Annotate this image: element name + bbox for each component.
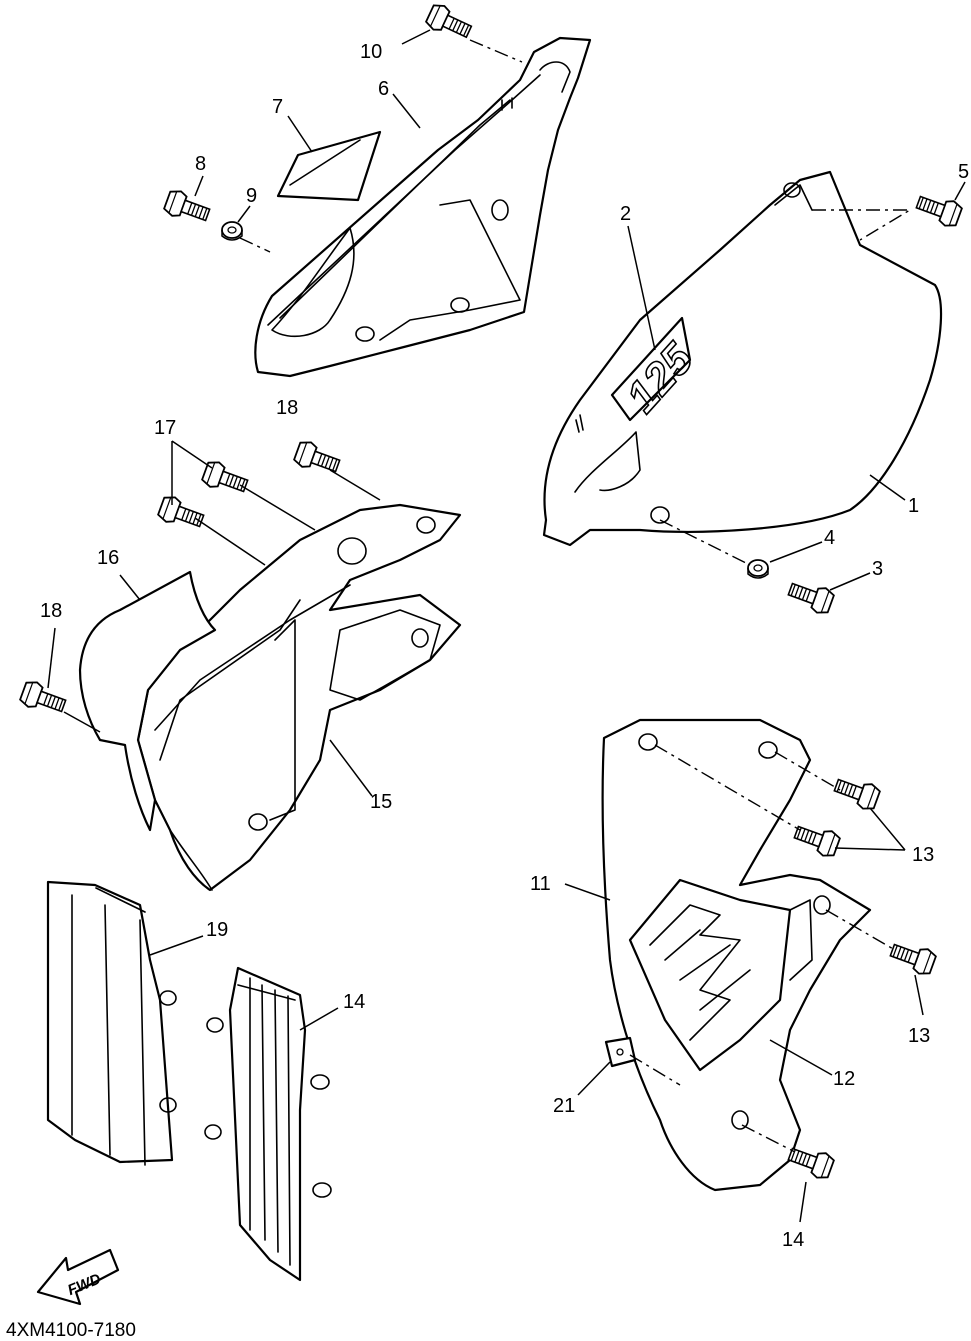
callout-7: 7 [272, 96, 283, 118]
axis-21 [629, 1054, 681, 1086]
callout-5: 5 [958, 161, 969, 183]
bolt-3 [785, 576, 837, 617]
callout-1: 1 [908, 495, 919, 517]
callout-8: 8 [195, 153, 206, 175]
callout-6: 6 [378, 78, 389, 100]
axis-14 [741, 1124, 796, 1153]
bolt-8 [161, 187, 213, 228]
callout-21: 21 [553, 1095, 575, 1117]
bolt-18-b [155, 493, 207, 534]
axis-5 [812, 209, 913, 241]
callout-15: 14 [343, 991, 365, 1013]
shroud-16 [136, 503, 462, 892]
callout-14: 14 [782, 1229, 804, 1251]
side-cover-1 [542, 170, 943, 547]
bolt-13-a [831, 772, 883, 813]
callout-13-lower: 13 [908, 1025, 930, 1047]
bolt-5 [913, 189, 965, 230]
callout-18-left: 17 [154, 417, 176, 439]
nut-21 [604, 1036, 637, 1068]
callout-18-top: 18 [276, 397, 298, 419]
callout-17: 16 [97, 547, 119, 569]
axis-13c [825, 909, 896, 951]
collar-4 [747, 559, 769, 579]
callout-2: 2 [620, 203, 631, 225]
axis-10 [469, 39, 523, 63]
bolt-10 [423, 0, 476, 45]
decal-12 [628, 878, 813, 1072]
bolt-13-c [887, 937, 939, 978]
callout-16: 15 [370, 791, 392, 813]
axis-4 [659, 519, 751, 566]
callout-9: 9 [246, 185, 257, 207]
callout-4: 4 [824, 527, 835, 549]
axis-9 [239, 237, 271, 253]
callout-12: 12 [833, 1068, 855, 1090]
axis-13a [654, 744, 801, 831]
callout-10: 10 [360, 41, 382, 63]
panel-17 [78, 570, 217, 832]
bolt-13-b [791, 819, 843, 860]
radiator-louver-15 [204, 966, 332, 1282]
callout-11: 11 [530, 873, 551, 895]
decal-7 [276, 130, 382, 202]
callout-20: 19 [206, 919, 228, 941]
callout-19: 18 [40, 600, 62, 622]
callout-3: 3 [872, 558, 883, 580]
forward-arrow-icon: FWD [36, 1248, 120, 1306]
collar-9 [221, 221, 243, 241]
reference-code: 4XM4100-7180 [6, 1320, 136, 1341]
callout-13-upper: 13 [912, 844, 934, 866]
side-cover-6 [254, 36, 592, 378]
axis-13b [774, 751, 841, 791]
radiator-guard-20 [46, 880, 177, 1166]
bolt-19 [17, 678, 69, 719]
